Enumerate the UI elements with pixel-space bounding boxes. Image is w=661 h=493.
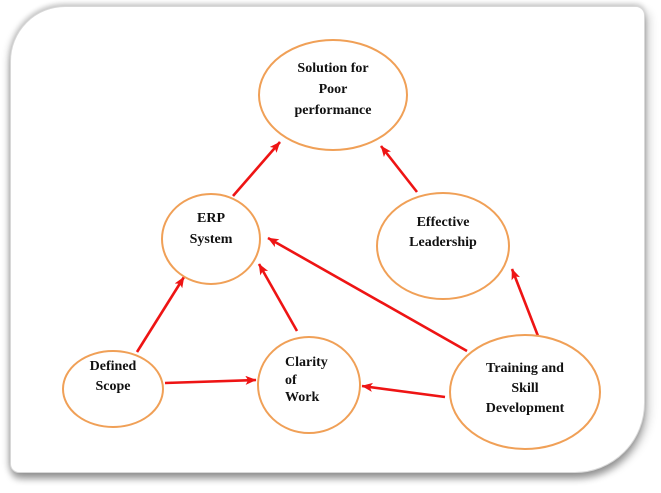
label-line: Solution for bbox=[297, 61, 369, 76]
label-line: Training and bbox=[486, 361, 564, 376]
label-line: System bbox=[189, 232, 233, 247]
edge-leadership-to-solution-arrow bbox=[379, 145, 419, 193]
node-ellipse-defined-scope bbox=[62, 350, 164, 428]
label-line: performance bbox=[294, 103, 372, 118]
label-line: Scope bbox=[95, 379, 131, 394]
edge-scope-to-clarity-arrow bbox=[164, 375, 257, 385]
edge-clarity-to-erp-arrow bbox=[257, 263, 299, 332]
node-label-defined-scope: Defined Scope bbox=[90, 357, 137, 397]
node-label-erp-system: ERP System bbox=[190, 208, 233, 250]
node-ellipse-erp-system bbox=[161, 193, 261, 285]
label-line: of bbox=[285, 372, 297, 388]
edge-training-to-erp-arrow bbox=[267, 236, 468, 353]
edge-scope-to-erp-arrow bbox=[135, 276, 186, 353]
node-ellipse-effective-leadership bbox=[376, 192, 510, 300]
label-line: Development bbox=[485, 401, 565, 416]
label-line: Poor bbox=[318, 82, 348, 97]
node-label-training-skill-development: Training and Skill Development bbox=[486, 359, 565, 419]
label-line: Effective bbox=[416, 215, 470, 230]
node-ellipse-solution bbox=[258, 39, 408, 151]
edge-training-to-clarity-arrow bbox=[361, 382, 446, 399]
edge-erp-to-solution-arrow bbox=[232, 141, 281, 197]
label-line: Leadership bbox=[409, 235, 477, 250]
label-line: ERP bbox=[197, 211, 225, 226]
node-label-solution: Solution for Poor performance bbox=[295, 58, 372, 121]
node-label-clarity-of-work: Clarity of Work bbox=[285, 354, 328, 407]
label-line: Defined bbox=[89, 359, 137, 374]
label-line: Work bbox=[285, 390, 320, 405]
edge-training-to-leadership-arrow bbox=[510, 268, 540, 337]
node-ellipse-clarity-of-work bbox=[257, 336, 361, 434]
label-line: Skill bbox=[511, 381, 539, 396]
label-line: Clarity bbox=[285, 355, 328, 370]
node-label-effective-leadership: Effective Leadership bbox=[409, 213, 477, 253]
node-ellipse-training-skill bbox=[449, 334, 601, 450]
